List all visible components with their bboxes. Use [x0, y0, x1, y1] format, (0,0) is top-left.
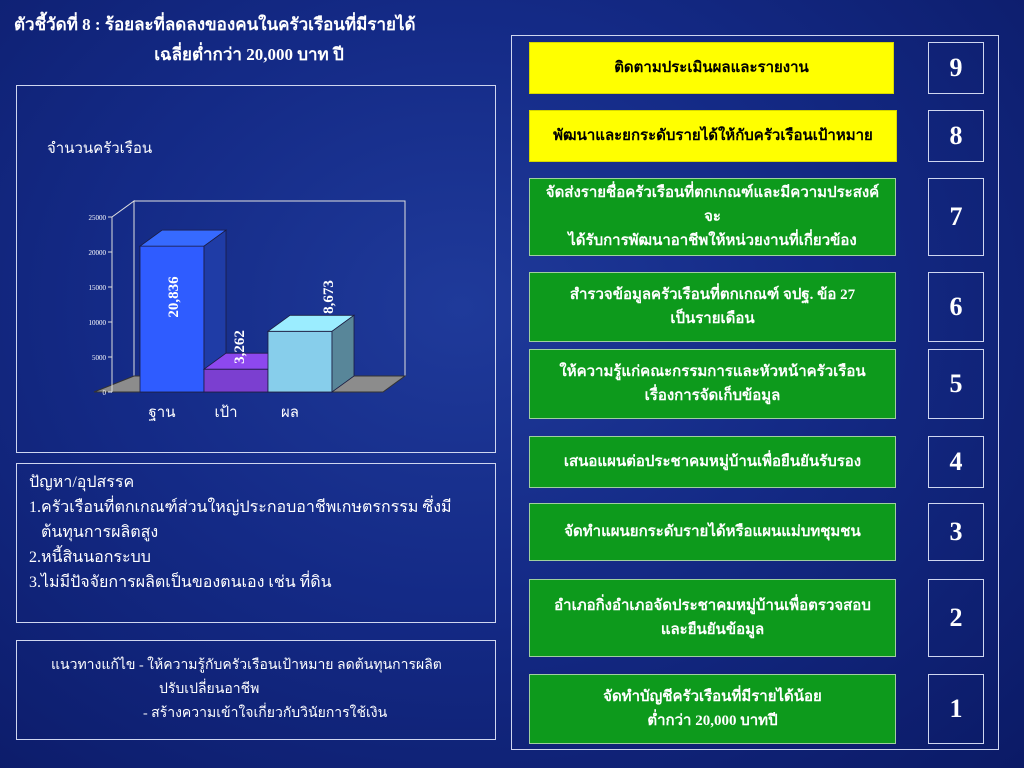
steps-panel	[511, 35, 999, 750]
step-8-number: 8	[928, 110, 984, 162]
step-8-text: พัฒนาและยกระดับรายได้ให้กับครัวเรือนเป้า…	[553, 128, 873, 144]
step-3-text: จัดทำแผนยกระดับรายได้หรือแผนแม่บทชุมชน	[564, 524, 861, 540]
step-8-box: พัฒนาและยกระดับรายได้ให้กับครัวเรือนเป้า…	[529, 110, 897, 162]
y-tick-label: 5000	[92, 354, 107, 362]
step-2-box: อำเภอกิ่งอำเภอจัดประชาคมหมู่บ้านเพื่อตรว…	[529, 579, 896, 657]
page-title: ตัวชี้วัดที่ 8 : ร้อยละที่ลดลงของคนในครั…	[14, 10, 484, 70]
problem-item: 3.ไม่มีปัจจัยการผลิตเป็นของตนเอง เช่น ที…	[29, 574, 332, 591]
step-6-line-1: สำรวจข้อมูลครัวเรือนที่ตกเกณฑ์ จปฐ. ข้อ …	[569, 287, 856, 303]
y-tick-label: 25000	[89, 214, 107, 222]
x-category-label: ฐาน	[149, 405, 176, 421]
step-3-box: จัดทำแผนยกระดับรายได้หรือแผนแม่บทชุมชน	[529, 503, 896, 561]
step-3-number: 3	[928, 503, 984, 561]
solution-line-2: ปรับเปลี่ยนอาชีพ	[159, 682, 260, 697]
step-4-box: เสนอแผนต่อประชาคมหมู่บ้านเพื่อยืนยันรับร…	[529, 436, 896, 488]
chart-panel	[16, 85, 496, 453]
bar-chart: 0 5000 10000 15000 20000 25000 ฐาน เป้า ผล 20,836…	[89, 200, 407, 421]
solution-line-1: แนวทางแก้ไข - ให้ความรู้กับครัวเรือนเป้า…	[51, 658, 442, 673]
bar-1-front	[139, 245, 205, 393]
solution-line-3: - สร้างความเข้าใจเกี่ยวกับวินัยการใช้เงิ…	[143, 706, 388, 721]
problem-item: ต้นทุนการผลิตสูง	[41, 524, 159, 541]
step-6-line-2: เป็นรายเดือน	[670, 311, 755, 327]
y-tick-label: 10000	[89, 319, 107, 327]
problems-panel: ปัญหา/อุปสรรค 1.ครัวเรือนที่ตกเกณฑ์ส่วนใ…	[16, 463, 496, 623]
problem-item: 1.ครัวเรือนที่ตกเกณฑ์ส่วนใหญ่ประกอบอาชีพ…	[29, 499, 452, 516]
bar-2-value-label: 3,262	[232, 330, 248, 364]
step-1-box: จัดทำบัญชีครัวเรือนที่มีรายได้น้อยต่ำกว่…	[529, 674, 896, 744]
step-9-box: ติดตามประเมินผลและรายงาน	[529, 42, 894, 94]
y-tick-label: 0	[103, 389, 107, 397]
step-4-text: เสนอแผนต่อประชาคมหมู่บ้านเพื่อยืนยันรับร…	[563, 454, 862, 470]
step-7-line-1: จัดส่งรายชื่อครัวเรือนที่ตกเกณฑ์และมีควา…	[545, 185, 880, 225]
chart-side-wall	[111, 200, 135, 393]
step-7-line-2: ได้รับการพัฒนาอาชีพให้หน่วยงานที่เกี่ยวข…	[568, 233, 857, 249]
step-1-line-1: จัดทำบัญชีครัวเรือนที่มีรายได้น้อย	[603, 689, 822, 705]
bar-3-front	[267, 330, 333, 393]
step-2-line-1: อำเภอกิ่งอำเภอจัดประชาคมหมู่บ้านเพื่อตรว…	[554, 598, 871, 614]
title-line-1: ตัวชี้วัดที่ 8 : ร้อยละที่ลดลงของคนในครั…	[14, 15, 416, 34]
y-tick-label: 15000	[89, 284, 107, 292]
step-1-line-2: ต่ำกว่า 20,000 บาทปี	[647, 713, 778, 729]
step-9-number: 9	[928, 42, 984, 94]
bar-3-value-label: 8,673	[321, 280, 337, 314]
step-5-line-1: ให้ความรู้แก่คณะกรรมการและหัวหน้าครัวเรื…	[559, 364, 866, 380]
step-6-number: 6	[928, 272, 984, 342]
step-7-box: จัดส่งรายชื่อครัวเรือนที่ตกเกณฑ์และมีควา…	[529, 178, 896, 256]
problems-heading: ปัญหา/อุปสรรค	[29, 474, 135, 491]
step-5-line-2: เรื่องการจัดเก็บข้อมูล	[644, 388, 781, 404]
bar-2-front	[203, 368, 269, 393]
step-5-number: 5	[928, 349, 984, 419]
x-category-label: เป้า	[214, 404, 237, 421]
step-1-number: 1	[928, 674, 984, 744]
y-tick-label: 20000	[89, 249, 107, 257]
step-5-box: ให้ความรู้แก่คณะกรรมการและหัวหน้าครัวเรื…	[529, 349, 896, 419]
x-category-label: ผล	[281, 405, 299, 421]
problem-item: 2.หนี้สินนอกระบบ	[29, 549, 151, 566]
step-9-text: ติดตามประเมินผลและรายงาน	[614, 60, 809, 76]
solutions-panel: แนวทางแก้ไข - ให้ความรู้กับครัวเรือนเป้า…	[16, 640, 496, 740]
bar-1-value-label: 20,836	[166, 276, 182, 318]
step-2-line-2: และยืนยันข้อมูล	[660, 622, 765, 638]
title-line-2: เฉลี่ยต่ำกว่า 20,000 บาท ปี	[154, 45, 344, 64]
bar-3-side	[331, 314, 355, 393]
step-4-number: 4	[928, 436, 984, 488]
step-7-number: 7	[928, 178, 984, 256]
chart-y-axis-label: จำนวนครัวเรือน	[47, 141, 153, 157]
step-6-box: สำรวจข้อมูลครัวเรือนที่ตกเกณฑ์ จปฐ. ข้อ …	[529, 272, 896, 342]
step-2-number: 2	[928, 579, 984, 657]
